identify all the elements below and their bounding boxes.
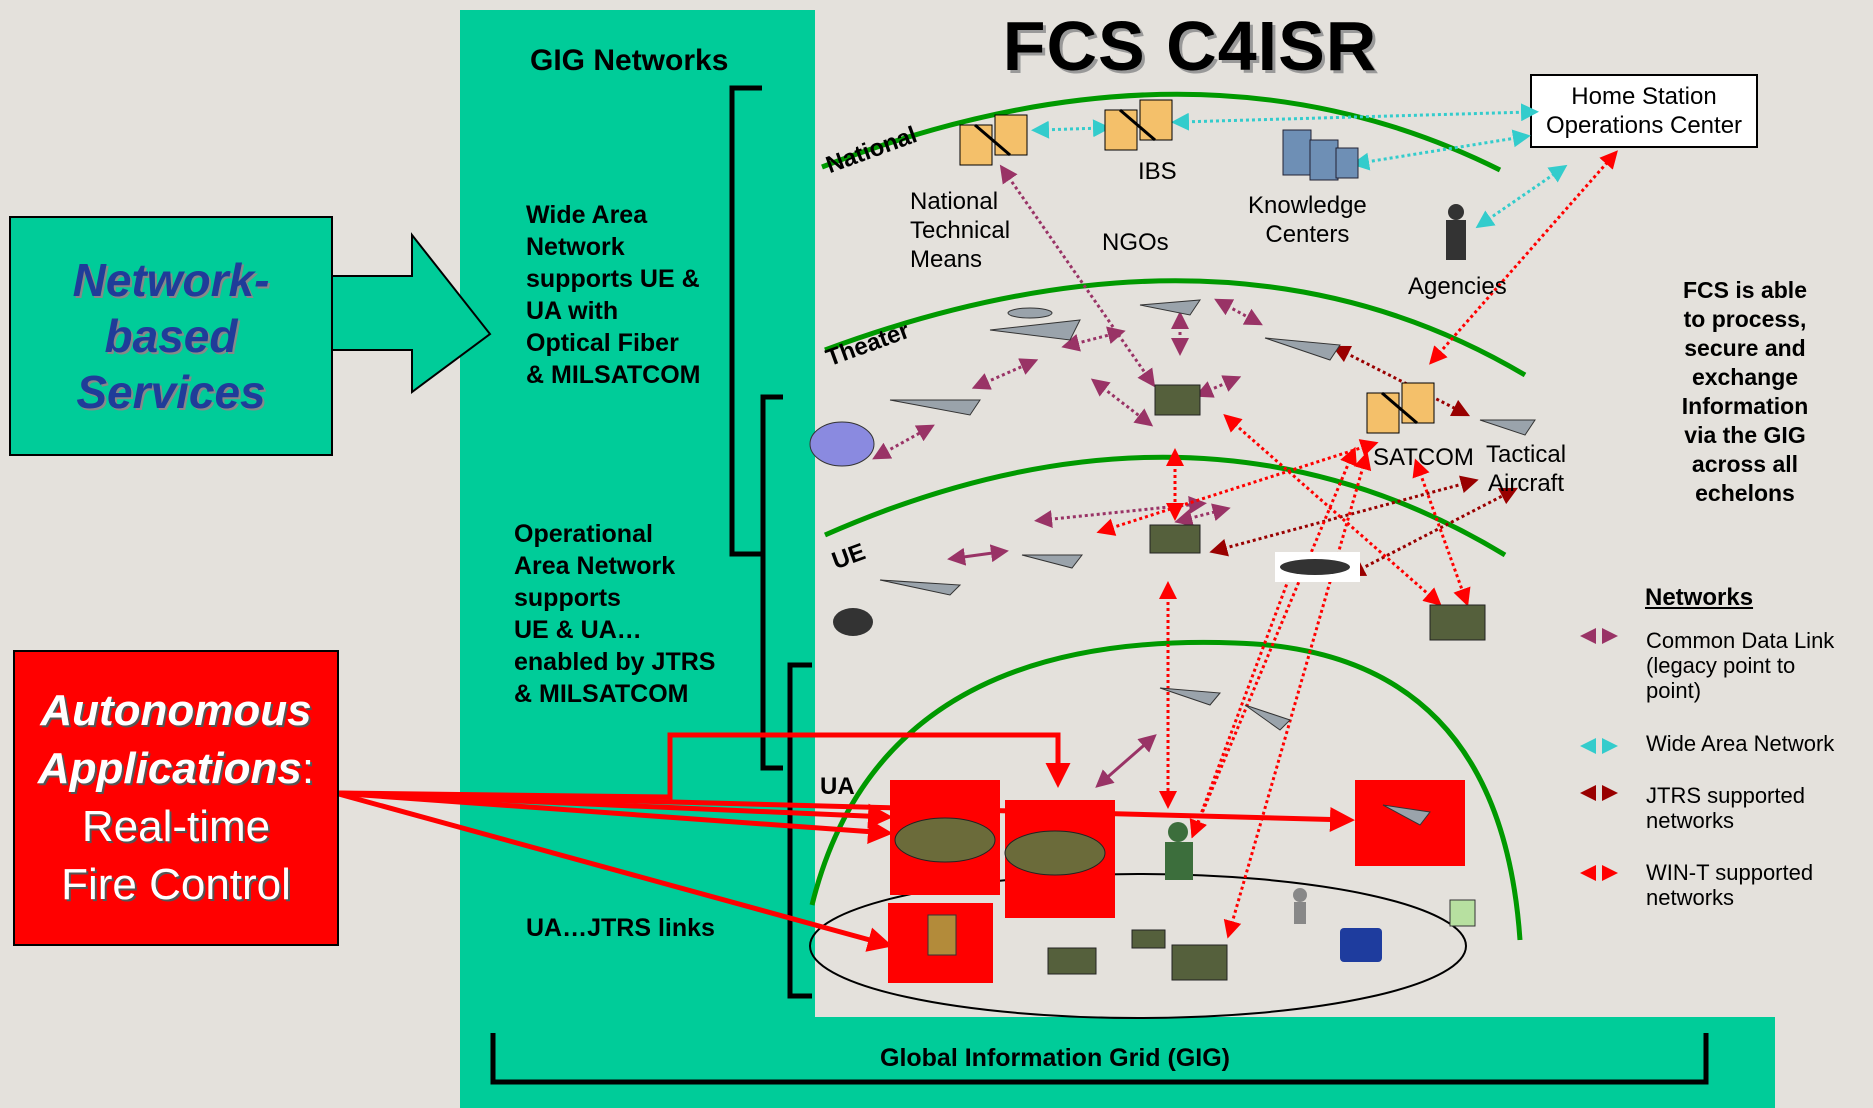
gig-networks-heading: GIG Networks [530, 44, 729, 77]
page-title: FCS C4ISR [1002, 7, 1378, 85]
satcom-label: SATCOM [1373, 444, 1474, 471]
agencies-label: Agencies [1408, 273, 1507, 300]
ngos-label: NGOs [1102, 229, 1169, 256]
ibs-label: IBS [1138, 158, 1177, 185]
wan-links [1031, 103, 1568, 229]
legend-swatches [1580, 628, 1618, 881]
tank-icons [894, 817, 1106, 876]
legend-item-wan: Wide Area Network [1646, 731, 1835, 756]
fire-control-lines [334, 732, 1355, 952]
aircraft-icons [879, 299, 1536, 826]
buildings-icon [1282, 129, 1359, 181]
agent-icon [1446, 204, 1466, 260]
helicopter-icons [833, 552, 1360, 636]
satellite-icon-ibs [1104, 99, 1173, 151]
home-station-box [1530, 74, 1758, 148]
legend-swatch-wan [1580, 738, 1618, 754]
munition-icon [927, 914, 957, 956]
layer-label-ua: UA [820, 773, 855, 800]
wint-links [1096, 150, 1618, 939]
robot-icon [1340, 928, 1382, 962]
vehicle-icons [1047, 384, 1486, 981]
soldier-icons [1165, 822, 1307, 924]
ua-jtrs-links-text: UA…JTRS links [526, 914, 715, 942]
ua-ellipse [809, 873, 1467, 1019]
services-arrow [328, 232, 492, 394]
legend-swatch-wint [1580, 865, 1618, 881]
satellite-icon-satcom [1366, 382, 1435, 434]
legend-swatch-jtrs [1580, 785, 1618, 801]
legend-title: Networks [1645, 584, 1754, 611]
gig-footer-label: Global Information Grid (GIG) [880, 1044, 1230, 1072]
satellite-icon-ntm [959, 114, 1028, 166]
ship-icon [809, 421, 875, 467]
legend-swatch-cdl [1580, 628, 1618, 644]
cdl-solid [947, 544, 1157, 788]
gig-brackets [490, 85, 1709, 1085]
sensor-icon [1449, 899, 1476, 927]
autonomous-applications-box: Autonomous Applications: Real-time Fire … [13, 650, 339, 946]
